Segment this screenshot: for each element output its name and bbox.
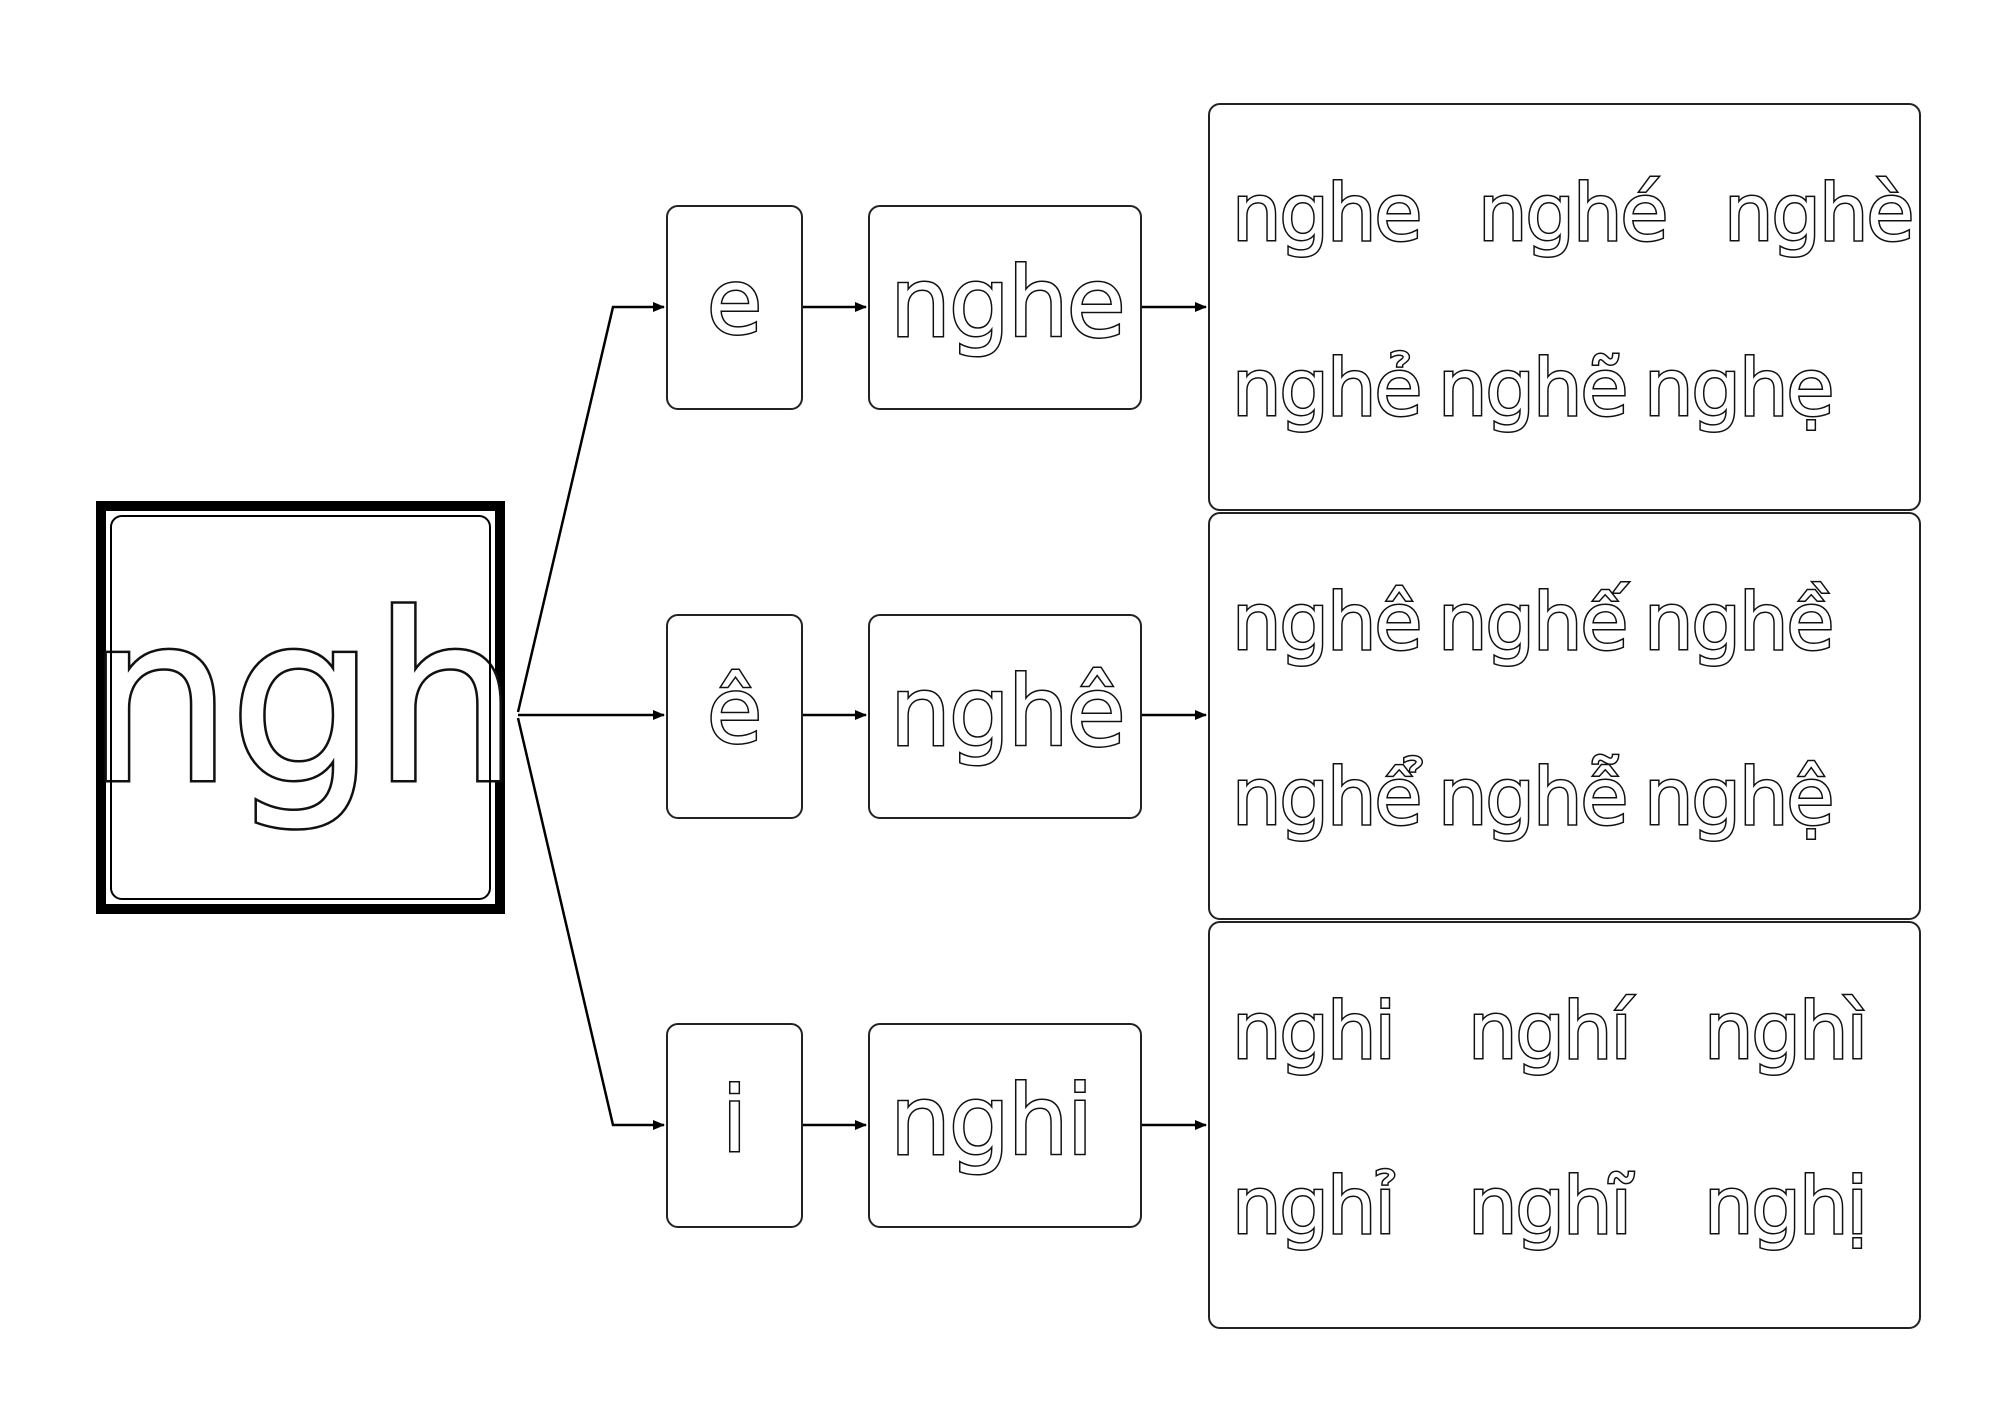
vowel-node-e: e: [666, 205, 803, 410]
tone-word: nghệ: [1642, 753, 1835, 843]
tone-word: nghé: [1476, 169, 1669, 259]
tone-word: nghẽ: [1436, 344, 1629, 434]
tone-variants-box-e: nghe nghé nghè nghẻ nghẽ nghẹ: [1208, 103, 1921, 511]
vowel-node-i: i: [666, 1023, 803, 1228]
arrow-root-to-e: [516, 302, 665, 713]
syllable-label: nghê: [889, 655, 1128, 768]
tone-word: nghễ: [1436, 753, 1629, 843]
tone-word: nghẻ: [1230, 344, 1423, 434]
tone-word: nghế: [1436, 578, 1629, 668]
tone-word: nghĩ: [1466, 1162, 1633, 1252]
arrow-root-to-i: [516, 717, 665, 1130]
syllable-node-nghi: nghi: [868, 1023, 1142, 1228]
tone-word: nghí: [1466, 987, 1633, 1077]
syllable-label: nghi: [888, 1064, 1094, 1177]
vowel-node-ee: ê: [666, 614, 803, 819]
vowel-label: e: [705, 249, 763, 355]
tone-word: nghề: [1642, 578, 1835, 668]
root-node: ngh: [83, 501, 522, 914]
tone-word: nghê: [1230, 578, 1423, 668]
vowel-label: i: [720, 1067, 748, 1173]
tone-word: nghì: [1702, 987, 1869, 1077]
vowel-label: ê: [705, 658, 763, 764]
tone-word: nghi: [1230, 987, 1397, 1077]
syllable-node-nghe: nghe: [868, 205, 1142, 410]
tone-word: nghị: [1702, 1162, 1869, 1252]
tone-word: nghè: [1722, 169, 1915, 259]
tone-word: nghể: [1230, 753, 1423, 843]
tone-variants-box-ee: nghê nghế nghề nghể nghễ nghệ: [1208, 512, 1921, 920]
root-label: ngh: [83, 564, 521, 835]
tone-word: nghe: [1230, 169, 1423, 259]
syllable-node-nghee: nghê: [868, 614, 1142, 819]
tone-word: nghẹ: [1642, 344, 1835, 434]
tone-variants-box-i: nghi nghí nghì nghỉ nghĩ nghị: [1208, 921, 1921, 1329]
syllable-label: nghe: [889, 246, 1128, 359]
tone-word: nghỉ: [1230, 1162, 1397, 1252]
